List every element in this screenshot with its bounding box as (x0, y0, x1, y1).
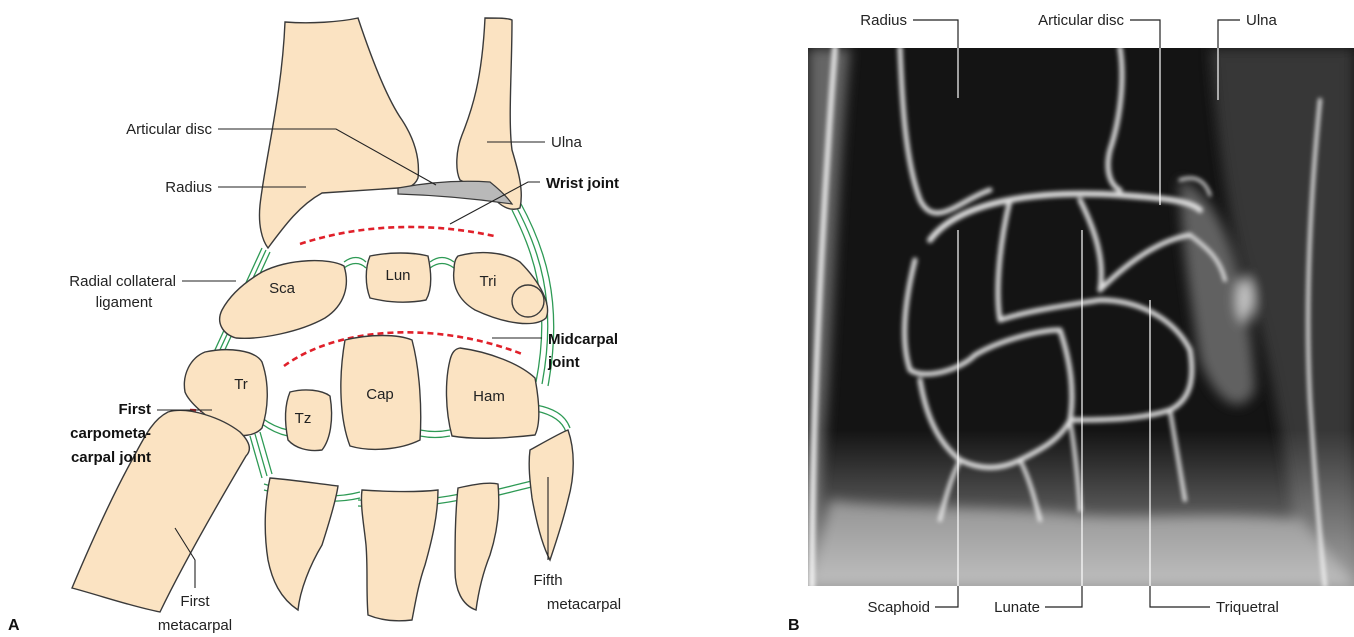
mri-label-articular-disc: Articular disc (1038, 12, 1124, 29)
label-radial-collateral-1: Radial collateral (69, 273, 176, 290)
ulna-bone (457, 18, 521, 209)
label-first-cmc-3: carpal joint (71, 449, 151, 466)
mri-label-lunate: Lunate (994, 599, 1040, 616)
bone-label-lun: Lun (385, 267, 410, 284)
mri-leader-scaphoid (935, 586, 958, 607)
label-first-cmc-1: First (118, 401, 151, 418)
mri-label-scaphoid: Scaphoid (867, 599, 930, 616)
bone-label-tz: Tz (295, 410, 312, 427)
label-first-cmc-2: carpometa- (70, 425, 151, 442)
mri-image (808, 48, 1354, 586)
bone-label-tri: Tri (480, 273, 497, 290)
mri-label-ulna: Ulna (1246, 12, 1278, 29)
label-fifth-metacarpal-2: metacarpal (547, 596, 621, 613)
label-radius: Radius (165, 179, 212, 196)
mri-label-radius: Radius (860, 12, 907, 29)
bone-label-ham: Ham (473, 388, 505, 405)
mri-leader-ulna (1218, 20, 1240, 48)
fifth-metacarpal-bone (529, 430, 573, 560)
label-articular-disc: Articular disc (126, 121, 212, 138)
panel-b-mri: Radius Articular disc Ulna Scaphoid Luna… (788, 12, 1354, 634)
scaphoid-bone (220, 261, 347, 339)
label-midcarpal-2: joint (547, 354, 580, 371)
fourth-metacarpal-bone (455, 483, 499, 610)
panel-a-label: A (8, 617, 20, 634)
mri-leader-triquetral (1150, 586, 1210, 607)
mri-leader-lunate (1045, 586, 1082, 607)
panel-a-illustration: Sca Lun Tri Tr Tz Cap Ham Articular disc… (8, 18, 621, 634)
label-wrist-joint: Wrist joint (546, 175, 619, 192)
radius-bone (259, 18, 418, 248)
mri-leader-articular-disc (1130, 20, 1160, 48)
wrist-joint-line (300, 227, 494, 244)
bone-label-tr: Tr (234, 376, 248, 393)
bone-label-sca: Sca (269, 280, 296, 297)
label-first-metacarpal-2: metacarpal (158, 617, 232, 634)
mri-label-triquetral: Triquetral (1216, 599, 1279, 616)
label-midcarpal-1: Midcarpal (548, 331, 618, 348)
label-radial-collateral-2: ligament (96, 294, 154, 311)
second-metacarpal-bone (265, 478, 338, 610)
label-fifth-metacarpal-1: Fifth (533, 572, 562, 589)
label-first-metacarpal-1: First (180, 593, 210, 610)
panel-b-label: B (788, 617, 800, 634)
third-metacarpal-bone (361, 490, 438, 621)
mri-leader-radius (913, 20, 958, 48)
pisiform-bone (512, 285, 544, 317)
label-ulna: Ulna (551, 134, 583, 151)
bone-label-cap: Cap (366, 386, 394, 403)
